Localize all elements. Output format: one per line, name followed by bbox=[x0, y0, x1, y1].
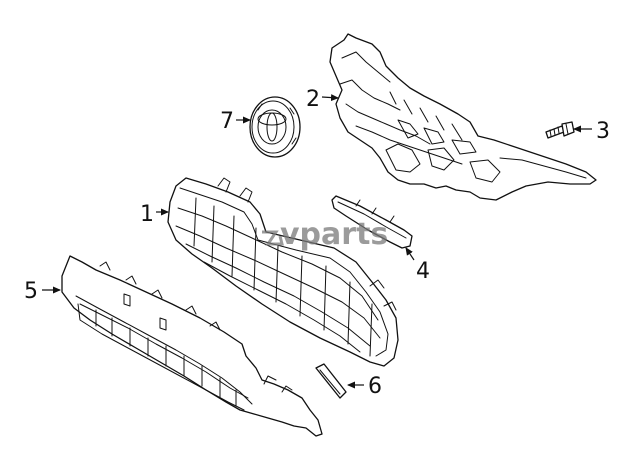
callout-4: 4 bbox=[405, 247, 430, 284]
callout-7: 7 bbox=[220, 109, 251, 134]
callout-label-6: 6 bbox=[368, 374, 382, 399]
callout-4-arrow bbox=[405, 247, 415, 261]
part-2-grille-support-bracket bbox=[329, 33, 597, 201]
callout-label-4: 4 bbox=[416, 259, 430, 284]
watermark-logo-icon bbox=[262, 230, 284, 246]
part-7-emblem bbox=[249, 96, 301, 158]
part-5-lower-grille bbox=[61, 255, 323, 437]
part-4-grille-molding bbox=[331, 195, 413, 249]
callout-2-arrow bbox=[321, 94, 339, 102]
callout-5: 5 bbox=[24, 279, 61, 304]
callout-label-1: 1 bbox=[140, 202, 154, 227]
callout-label-2: 2 bbox=[306, 87, 320, 112]
callout-label-5: 5 bbox=[24, 279, 38, 304]
part-6-clip bbox=[315, 363, 347, 399]
watermark: vparts bbox=[262, 217, 388, 252]
part-3-bolt bbox=[545, 121, 575, 139]
callout-label-3: 3 bbox=[596, 119, 610, 144]
watermark-text: vparts bbox=[280, 217, 388, 252]
callout-1: 1 bbox=[140, 202, 169, 227]
part-1-radiator-grille bbox=[167, 177, 399, 367]
callout-label-7: 7 bbox=[220, 109, 234, 134]
callout-6: 6 bbox=[347, 374, 382, 399]
callout-3: 3 bbox=[573, 119, 610, 144]
callout-2: 2 bbox=[306, 87, 339, 112]
